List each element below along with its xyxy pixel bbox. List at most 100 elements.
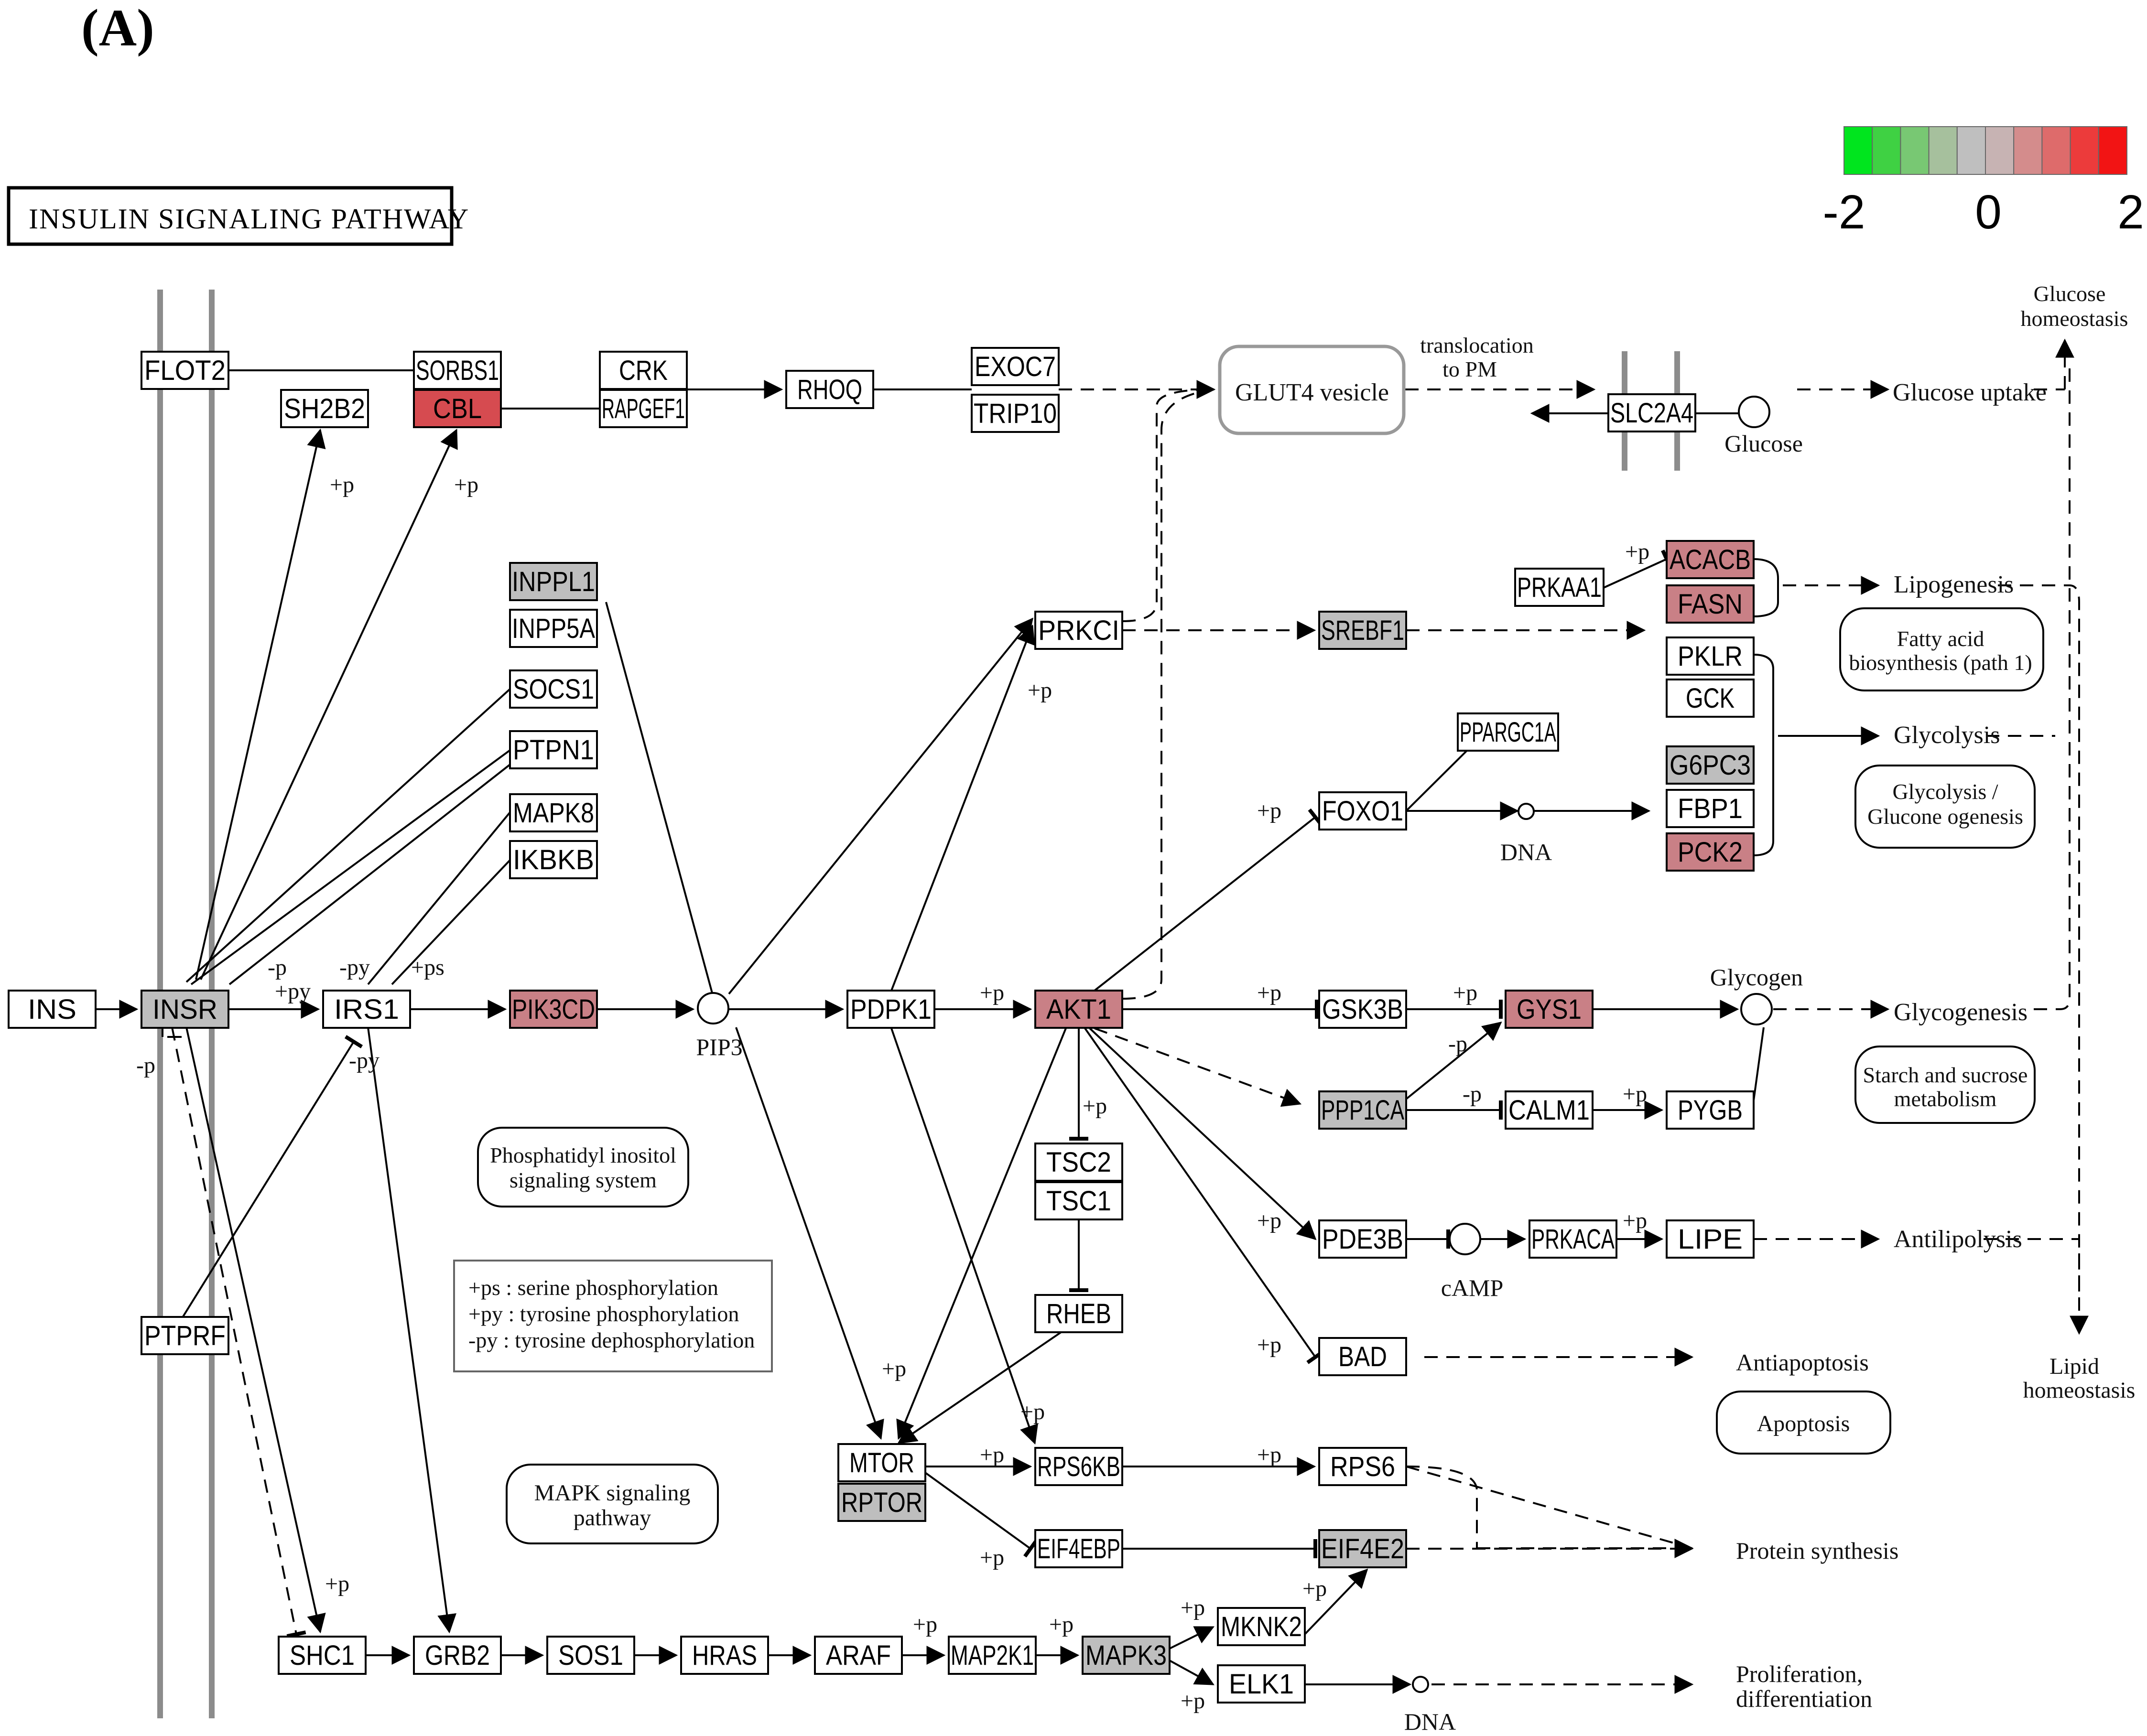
gene-node-eif4ebp[interactable]: EIF4EBP: [1034, 1529, 1123, 1568]
gene-label: INPP5A: [512, 613, 595, 644]
gene-node-rps6[interactable]: RPS6: [1318, 1447, 1407, 1486]
gene-node-pde3b[interactable]: PDE3B: [1318, 1219, 1407, 1259]
gene-node-sorbs1[interactable]: SORBS1: [413, 351, 502, 390]
camp-label: cAMP: [1441, 1274, 1504, 1301]
gene-label: PIK3CD: [512, 994, 595, 1025]
gene-node-grb2[interactable]: GRB2: [413, 1636, 502, 1675]
gene-node-rptor[interactable]: RPTOR: [837, 1483, 926, 1522]
gene-node-shc1[interactable]: SHC1: [278, 1636, 367, 1675]
gene-label: TSC1: [1046, 1186, 1111, 1217]
gene-box: [509, 609, 598, 648]
gene-node-acacb[interactable]: ACACB: [1666, 540, 1755, 579]
gene-node-pik3cd[interactable]: PIK3CD: [509, 990, 598, 1029]
edge: [1122, 388, 1214, 622]
pip3-compound: [697, 992, 729, 1024]
gene-node-calm1[interactable]: CALM1: [1505, 1090, 1594, 1130]
gene-node-prkci[interactable]: PRKCI: [1034, 611, 1123, 650]
dna-compound-elk: [1412, 1676, 1429, 1693]
gene-node-mtor[interactable]: MTOR: [837, 1443, 926, 1482]
gene-box: [509, 990, 598, 1029]
gene-node-inppl1[interactable]: INPPL1: [509, 562, 598, 601]
gene-label: SOS1: [558, 1640, 623, 1671]
gene-node-pklr[interactable]: PKLR: [1666, 636, 1755, 676]
gene-label: PYGB: [1678, 1095, 1743, 1126]
gene-node-flot2[interactable]: FLOT2: [141, 351, 229, 390]
gene-node-insr[interactable]: INSR: [141, 990, 229, 1029]
gene-node-inpp5a[interactable]: INPP5A: [509, 609, 598, 648]
gene-node-cbl[interactable]: CBL: [413, 389, 502, 428]
gene-node-g6pc3[interactable]: G6PC3: [1666, 745, 1755, 785]
edge-label: +p: [1181, 1688, 1205, 1714]
title-frame: [7, 186, 454, 246]
gene-node-socs1[interactable]: SOCS1: [509, 669, 598, 709]
gene-node-gys1[interactable]: GYS1: [1505, 990, 1594, 1029]
gene-node-prkaa1[interactable]: PRKAA1: [1514, 568, 1605, 607]
phosphatidyl-box: [477, 1127, 689, 1208]
gene-node-pygb[interactable]: PYGB: [1666, 1090, 1755, 1130]
gene-node-mknk2[interactable]: MKNK2: [1217, 1607, 1306, 1646]
gene-node-srebf1[interactable]: SREBF1: [1318, 611, 1407, 650]
gene-box: [1666, 745, 1755, 785]
gene-node-araf[interactable]: ARAF: [814, 1636, 903, 1675]
gene-node-tsc1[interactable]: TSC1: [1034, 1181, 1123, 1220]
gene-node-bad[interactable]: BAD: [1318, 1337, 1407, 1376]
gene-node-fbp1[interactable]: FBP1: [1666, 789, 1755, 828]
gene-node-akt1[interactable]: AKT1: [1034, 990, 1123, 1029]
gene-box: [322, 990, 411, 1029]
edge: [1304, 1568, 1368, 1635]
gene-node-sos1[interactable]: SOS1: [546, 1636, 635, 1675]
gene-label: INS: [28, 994, 76, 1025]
gene-box: [1666, 540, 1755, 579]
gene-node-slc2a4[interactable]: SLC2A4: [1607, 393, 1696, 432]
gene-node-tsc2[interactable]: TSC2: [1034, 1143, 1123, 1182]
gene-node-gck[interactable]: GCK: [1666, 679, 1755, 718]
phosphatidyl-label-1: Phosphatidyl inositol: [490, 1143, 676, 1167]
gene-node-ikbkb[interactable]: IKBKB: [509, 840, 598, 879]
gene-node-eif4e2[interactable]: EIF4E2: [1318, 1529, 1407, 1568]
gene-label: PDPK1: [850, 994, 932, 1025]
gene-box: [1318, 1090, 1407, 1130]
gene-label: FBP1: [1678, 793, 1743, 824]
edge: [2034, 363, 2071, 1010]
gene-node-pdpk1[interactable]: PDPK1: [846, 990, 935, 1029]
gene-node-fasn[interactable]: FASN: [1666, 584, 1755, 624]
gene-label: PRKAA1: [1517, 572, 1602, 603]
key-line-1: +ps : serine phosphorylation: [468, 1275, 718, 1300]
edge-label: +p: [1453, 980, 1477, 1005]
gene-node-rhoq[interactable]: RHOQ: [785, 370, 874, 409]
gene-node-mapk8[interactable]: MAPK8: [509, 793, 598, 832]
gene-node-prkaca[interactable]: PRKACA: [1529, 1219, 1617, 1259]
glucose-homeostasis-label-1: Glucose: [2034, 281, 2106, 306]
gene-node-ptprf[interactable]: PTPRF: [141, 1316, 229, 1355]
gene-node-ppargc1a[interactable]: PPARGC1A: [1457, 712, 1559, 752]
gene-label: EXOC7: [975, 351, 1056, 382]
gene-node-map2k1[interactable]: MAP2K1: [948, 1636, 1037, 1675]
gene-node-ptpn1[interactable]: PTPN1: [509, 730, 598, 769]
dna-label-foxo: DNA: [1500, 839, 1552, 865]
key-line-2: +py : tyrosine phosphorylation: [468, 1302, 739, 1326]
gene-label: EIF4E2: [1321, 1533, 1404, 1564]
gene-node-rheb[interactable]: RHEB: [1034, 1294, 1123, 1333]
gene-box: [1082, 1636, 1171, 1675]
gene-node-gsk3b[interactable]: GSK3B: [1318, 990, 1407, 1029]
gene-node-rapgef1[interactable]: RAPGEF1: [599, 389, 688, 428]
gene-node-pck2[interactable]: PCK2: [1666, 832, 1755, 872]
gene-node-elk1[interactable]: ELK1: [1217, 1664, 1306, 1704]
gene-node-trip10[interactable]: TRIP10: [971, 394, 1060, 433]
gene-node-sh2b2[interactable]: SH2B2: [280, 389, 369, 428]
gene-label: GRB2: [425, 1640, 490, 1671]
edge: [1169, 1660, 1214, 1685]
gene-node-exoc7[interactable]: EXOC7: [971, 347, 1060, 386]
gene-node-rps6kb[interactable]: RPS6KB: [1034, 1447, 1123, 1486]
gene-node-lipe[interactable]: LIPE: [1666, 1219, 1755, 1259]
gene-node-mapk3[interactable]: MAPK3: [1082, 1636, 1171, 1675]
edge-label: +p: [1257, 1442, 1281, 1467]
gene-node-ppp1ca[interactable]: PPP1CA: [1318, 1090, 1407, 1130]
gene-node-irs1[interactable]: IRS1: [322, 990, 411, 1029]
gene-node-foxo1[interactable]: FOXO1: [1318, 791, 1407, 830]
gene-label: MTOR: [849, 1447, 914, 1478]
gene-node-hras[interactable]: HRAS: [680, 1636, 769, 1675]
gene-node-ins[interactable]: INS: [8, 990, 97, 1029]
gene-node-crk[interactable]: CRK: [599, 351, 688, 390]
